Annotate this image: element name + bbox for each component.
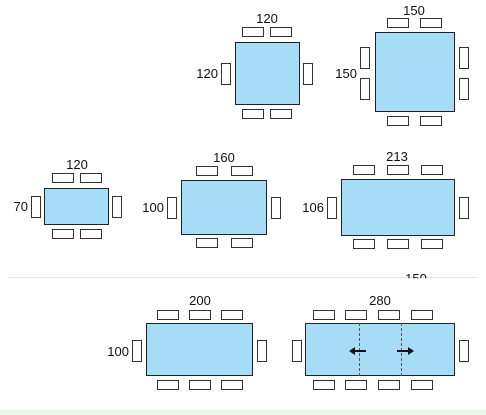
chair <box>242 27 264 37</box>
chair <box>31 196 41 218</box>
table-top <box>235 42 300 105</box>
table-top <box>341 179 455 236</box>
chair <box>303 63 313 85</box>
chair <box>270 27 292 37</box>
chair <box>353 165 375 175</box>
chair <box>459 78 469 100</box>
chair <box>242 109 264 119</box>
chair <box>189 310 211 320</box>
chair <box>157 310 179 320</box>
chair <box>387 18 409 28</box>
chair <box>345 310 367 320</box>
chair <box>52 173 74 183</box>
width-label: 120 <box>66 157 88 172</box>
partial-width-label: 150 <box>405 271 427 286</box>
chair <box>360 78 370 100</box>
table-top <box>44 188 109 225</box>
chair <box>196 238 218 248</box>
chair <box>132 340 142 362</box>
chair <box>420 18 442 28</box>
chair <box>292 340 302 362</box>
chair <box>221 310 243 320</box>
chair <box>378 380 400 390</box>
chair <box>345 380 367 390</box>
width-label: 120 <box>256 11 278 26</box>
chair <box>221 63 231 85</box>
chair <box>80 173 102 183</box>
chair <box>112 196 122 218</box>
table-top <box>181 180 267 235</box>
chair <box>459 197 469 219</box>
table-top <box>375 32 455 112</box>
depth-label: 106 <box>302 200 324 215</box>
width-label: 150 <box>403 3 425 18</box>
arrow-left-icon <box>349 347 366 355</box>
chair <box>459 340 469 362</box>
chair <box>387 239 409 249</box>
width-label: 280 <box>369 293 391 308</box>
depth-label: 70 <box>13 199 28 214</box>
width-label: 200 <box>189 293 211 308</box>
chair <box>231 238 253 248</box>
chair <box>257 340 267 362</box>
width-label: 213 <box>386 149 408 164</box>
chair <box>167 197 177 219</box>
chair <box>270 109 292 119</box>
chair <box>360 47 370 69</box>
chair <box>271 197 281 219</box>
extension-line <box>359 323 360 376</box>
extension-line <box>401 323 402 376</box>
chair <box>420 116 442 126</box>
chair <box>411 310 433 320</box>
chair <box>157 380 179 390</box>
chair <box>313 310 335 320</box>
chair <box>189 380 211 390</box>
chair <box>52 229 74 239</box>
chair <box>459 47 469 69</box>
table-top <box>305 323 455 376</box>
chair <box>421 239 443 249</box>
section-divider <box>8 277 478 278</box>
depth-label: 120 <box>196 66 218 81</box>
chair <box>327 197 337 219</box>
width-label: 160 <box>213 150 235 165</box>
chair <box>387 116 409 126</box>
depth-label: 100 <box>142 200 164 215</box>
bottom-strip <box>0 410 486 415</box>
chair <box>196 166 218 176</box>
arrow-right-icon <box>397 347 414 355</box>
chair <box>421 165 443 175</box>
chair <box>231 166 253 176</box>
chair <box>387 165 409 175</box>
chair <box>378 310 400 320</box>
depth-label: 100 <box>107 344 129 359</box>
chair <box>313 380 335 390</box>
chair <box>80 229 102 239</box>
depth-label: 150 <box>335 66 357 81</box>
chair <box>353 239 375 249</box>
table-top <box>146 323 253 376</box>
chair <box>221 380 243 390</box>
chair <box>411 380 433 390</box>
